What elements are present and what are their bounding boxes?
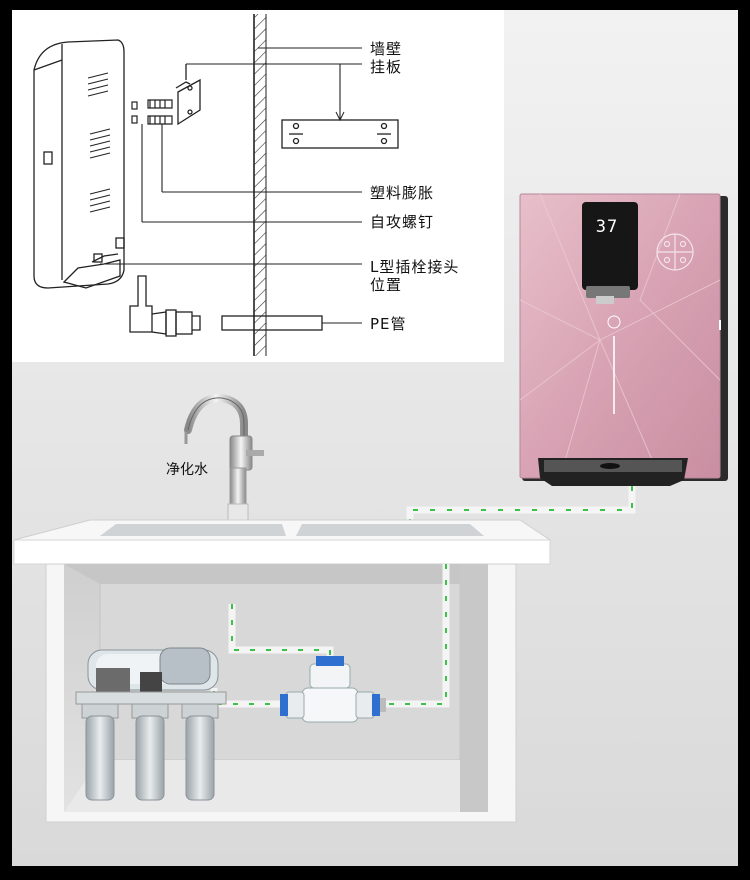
faucet [184,393,264,521]
label-l-connector: L型插栓接头 [370,258,460,276]
ro-filter-system [75,647,227,801]
tee-connector [280,656,386,723]
label-wall: 墙壁 [370,40,403,58]
water-dispenser [519,193,728,486]
label-tapping-screw: 自攻螺钉 [370,213,435,231]
label-l-connector-position: 位置 [370,276,403,294]
pe-pipe-top [406,486,636,522]
schematic-drawing [33,14,399,356]
temperature-display: 37 [595,217,619,237]
label-pe-pipe: PE管 [370,315,407,333]
touch-panel [656,233,694,271]
dispenser-head [582,202,638,290]
label-hanging-plate: 挂板 [370,58,403,76]
label-plastic-expansion: 塑料膨胀 [370,184,435,202]
label-purified-water: 净化水 [166,462,208,478]
